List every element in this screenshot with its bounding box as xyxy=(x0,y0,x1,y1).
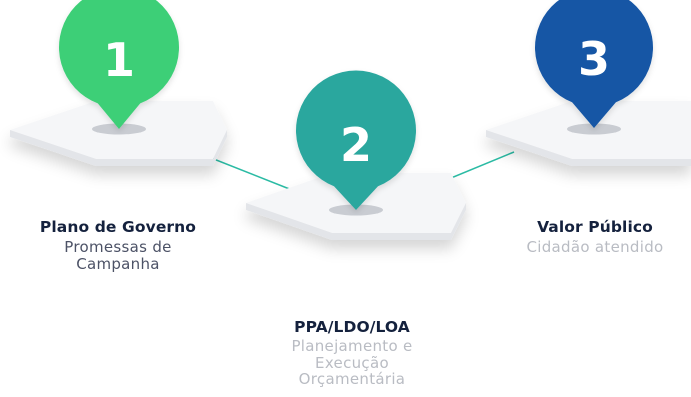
map-pin-icon-3 xyxy=(535,0,653,128)
step-2-subtitle-line: Planejamento e xyxy=(291,337,413,355)
step-3-subtitle-line: Cidadão atendido xyxy=(526,238,664,256)
step-2-subtitle: Planejamento e Execução Orçamentária xyxy=(252,338,452,388)
pin-base-shadow-3 xyxy=(567,123,621,135)
step-3-label: Valor Público Cidadão atendido xyxy=(500,218,690,256)
step-number-2: 2 xyxy=(340,118,372,172)
step-2-subtitle-line: Execução xyxy=(315,353,389,372)
step-2-subtitle-line: Orçamentária xyxy=(298,370,406,388)
step-1-subtitle-line: Campanha xyxy=(76,254,160,273)
step-2-title: PPA/LDO/LOA xyxy=(294,318,410,336)
step-number-1: 1 xyxy=(103,33,135,87)
step-1-subtitle: Promessas de Campanha xyxy=(18,239,218,272)
map-pin-icon-1 xyxy=(59,0,179,129)
step-3-subtitle: Cidadão atendido xyxy=(500,239,690,256)
step-1-label: Plano de Governo Promessas de Campanha xyxy=(18,218,218,272)
step-1-subtitle-line: Promessas de xyxy=(64,238,172,256)
step-1-title: Plano de Governo xyxy=(39,218,197,236)
step-2-label: PPA/LDO/LOA Planejamento e Execução Orça… xyxy=(252,318,452,388)
map-pin-icon-2 xyxy=(296,70,416,210)
step-3-title: Valor Público xyxy=(537,218,653,236)
step-number-3: 3 xyxy=(578,32,610,86)
